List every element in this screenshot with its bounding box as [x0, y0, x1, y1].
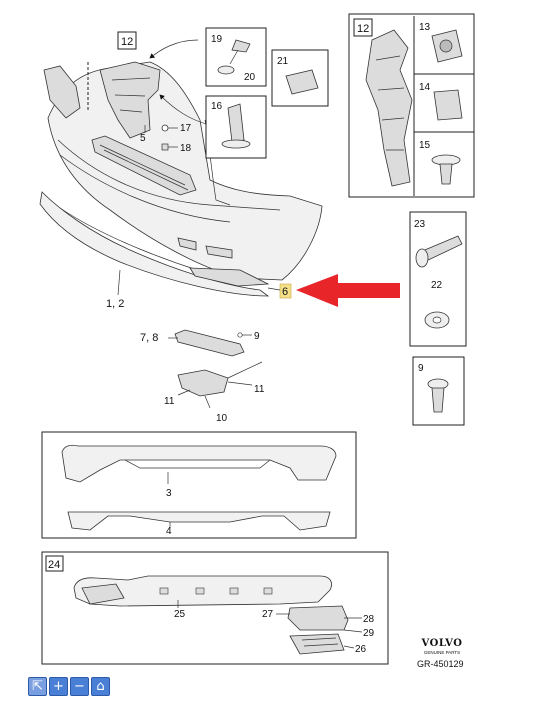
pointer-icon[interactable]: ⇱: [28, 677, 47, 696]
part-box-21: 21: [271, 49, 329, 107]
callout-27: 27: [262, 609, 274, 620]
part-box-3-4: 3 4: [41, 431, 357, 539]
callout-5: 5: [140, 133, 146, 144]
bracket-10: [177, 369, 229, 397]
callout-21: 21: [277, 56, 289, 67]
callout-12-box: 12: [357, 23, 369, 35]
callout-1-2: 1, 2: [106, 298, 124, 310]
part-box-9: 9: [412, 356, 465, 426]
callout-10: 10: [216, 413, 228, 424]
side-bracket: [43, 65, 81, 119]
lower-trim: [39, 191, 270, 297]
callout-11-right: 11: [254, 384, 265, 395]
callout-24: 24: [48, 559, 60, 571]
home-icon[interactable]: ⌂: [91, 677, 110, 696]
callout-9: 9: [254, 331, 260, 342]
callout-29: 29: [363, 628, 375, 639]
brand-logo: VOLVO GENUINE PARTS: [417, 638, 467, 655]
callout-3: 3: [166, 488, 172, 499]
red-pointer-arrow: [296, 274, 400, 307]
part-box-24: 24 25 27 28 29 26: [41, 551, 389, 665]
callout-17: 17: [180, 123, 192, 134]
callout-7-8: 7, 8: [140, 332, 158, 344]
callout-14: 14: [419, 82, 431, 93]
upper-bracket: [99, 61, 161, 139]
trim-piece: [189, 267, 270, 287]
callout-12: 12: [121, 36, 133, 48]
zoom-out-icon[interactable]: −: [70, 677, 89, 696]
callout-26: 26: [355, 644, 367, 655]
callout-18: 18: [180, 143, 192, 154]
viewer-toolbar: ⇱ + − ⌂: [28, 677, 110, 696]
brand-subtitle: GENUINE PARTS: [423, 650, 461, 655]
callout-22: 22: [431, 280, 443, 291]
exhaust-tip-left: [81, 583, 125, 605]
brand-name: VOLVO: [421, 638, 463, 649]
highlight-6: [279, 283, 292, 299]
callout-25: 25: [174, 609, 186, 620]
reference-number: GR-450129: [417, 659, 464, 669]
trim-4: [67, 511, 331, 531]
bumper-assembly: [39, 61, 323, 409]
exhaust-tip-26: [289, 633, 345, 655]
bracket-7-8: [174, 329, 245, 357]
callout-11-left: 11: [164, 396, 175, 407]
part-box-22-23: 23 22: [409, 211, 467, 347]
callout-4: 4: [166, 526, 172, 537]
callout-19: 19: [211, 34, 223, 45]
callout-15: 15: [419, 140, 431, 151]
callout-16: 16: [211, 101, 223, 112]
part-box-12-15: 12 13 14 15: [348, 13, 475, 198]
part-box-16: 16: [205, 95, 267, 159]
callout-9-box: 9: [418, 363, 424, 374]
bracket-27-28: [287, 605, 349, 631]
callout-20: 20: [244, 72, 256, 83]
callout-6: 6: [282, 286, 288, 298]
callout-23: 23: [414, 219, 426, 230]
callout-28: 28: [363, 614, 375, 625]
part-box-19-20: 19 20: [205, 27, 267, 87]
zoom-in-icon[interactable]: +: [49, 677, 68, 696]
callout-13: 13: [419, 22, 431, 33]
